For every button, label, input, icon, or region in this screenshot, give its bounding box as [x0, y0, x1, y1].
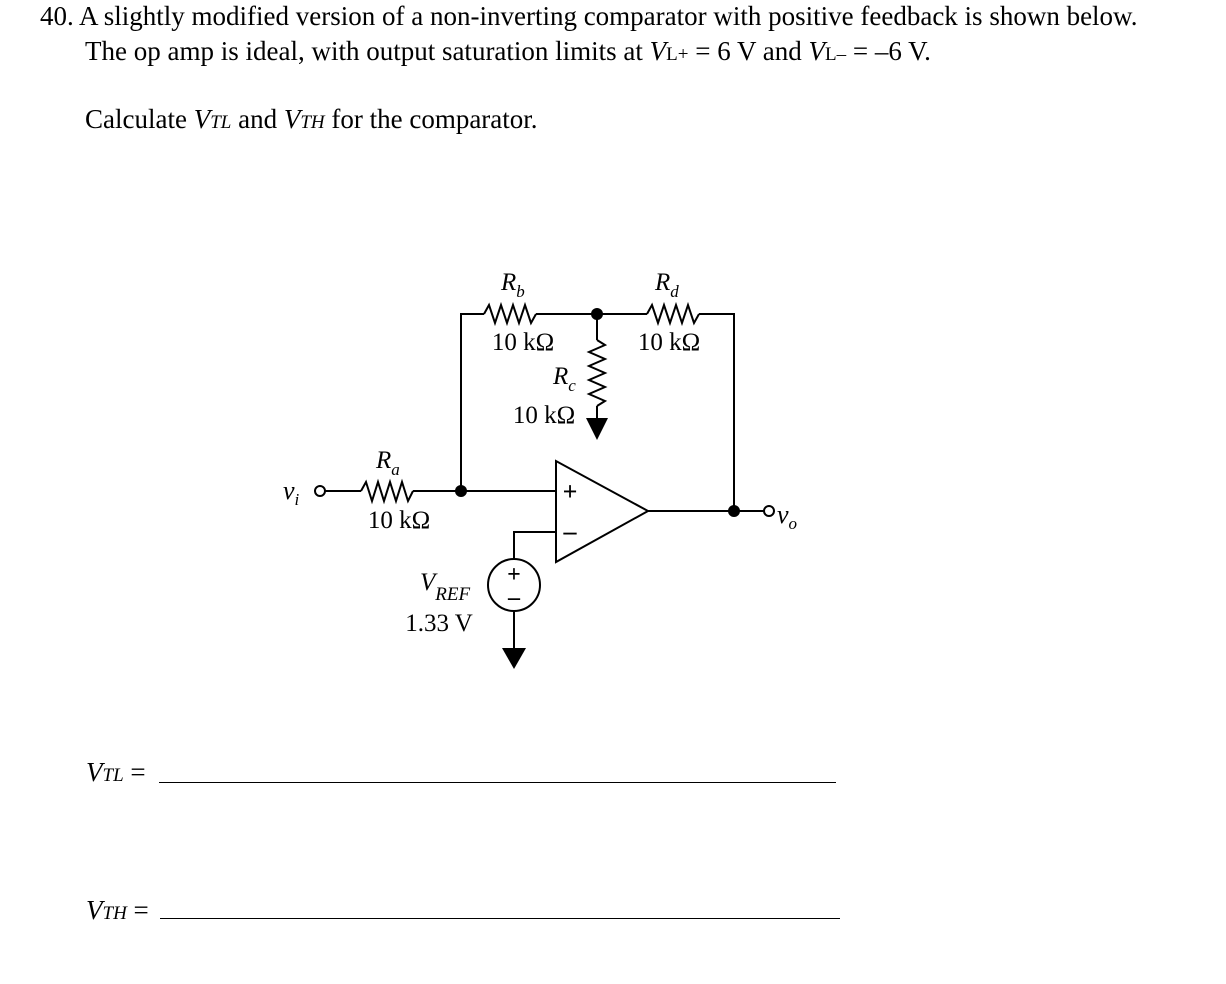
vlm-symbol: V: [808, 36, 825, 66]
vref-name: VREF: [420, 569, 470, 605]
ra-name: Ra: [375, 447, 400, 479]
ground-arrow-vref: [502, 648, 526, 669]
problem-line-1: 40. A slightly modified version of a non…: [40, 1, 1138, 32]
answer-vth-label: VTH =: [86, 895, 149, 926]
resistor-ra: [360, 478, 414, 505]
answer-vtl-label: VTL =: [86, 757, 146, 788]
opamp-plus-sign: +: [563, 477, 578, 506]
resistor-rc: [586, 339, 608, 407]
problem-text-2a: The op amp is ideal, with output saturat…: [85, 36, 650, 66]
problem-text-1: A slightly modified version of a non-inv…: [79, 1, 1138, 31]
problem-line-2: The op amp is ideal, with output saturat…: [85, 36, 931, 67]
ra-value: 10 kΩ: [368, 507, 430, 534]
node-rb-rc-rd: [591, 308, 603, 320]
vtl-subscript: TL: [210, 112, 232, 133]
vlp-subscript: L+: [666, 44, 689, 65]
answer-vtl-symbol: V: [86, 757, 103, 787]
input-label: vi: [283, 476, 300, 509]
vref-value: 1.33 V: [405, 610, 473, 637]
wire-right-feedback: [699, 313, 735, 511]
ground-arrow-rc: [586, 418, 608, 440]
answer-vtl-blank[interactable]: [159, 782, 836, 783]
rc-value: 10 kΩ: [513, 402, 575, 429]
answer-vtl-subscript: TL: [102, 765, 124, 786]
input-terminal[interactable]: [314, 485, 326, 497]
node-output: [728, 505, 740, 517]
rd-value: 10 kΩ: [638, 329, 700, 356]
problem-text-2c: = –6 V.: [846, 36, 931, 66]
rd-name: Rd: [654, 269, 679, 301]
source-plus-sign: +: [507, 562, 521, 588]
problem-text-2b: = 6 V and: [688, 36, 809, 66]
vlp-symbol: V: [649, 36, 667, 66]
problem-text-3c: for the comparator.: [324, 104, 538, 134]
rb-value: 10 kΩ: [492, 329, 554, 356]
rb-name: Rb: [500, 269, 525, 301]
problem-text-3a: Calculate: [85, 104, 194, 134]
answer-vtl-equals: =: [123, 757, 146, 787]
output-label: vo: [777, 500, 797, 533]
problem-line-3: Calculate VTL and VTH for the comparator…: [85, 104, 538, 135]
answer-vth-subscript: TH: [102, 903, 127, 924]
node-ra-plus: [455, 485, 467, 497]
source-minus-sign: –: [507, 585, 521, 611]
problem-text-3b: and: [231, 104, 284, 134]
rc-name: Rc: [552, 363, 576, 395]
wire-minus-input: [513, 531, 556, 559]
wire-left-feedback: [460, 313, 484, 491]
vth-subscript: TH: [300, 112, 325, 133]
opamp-minus-sign: –: [563, 517, 578, 546]
answer-vth-symbol: V: [86, 895, 103, 925]
op-amp: [555, 459, 651, 564]
vlm-subscript: L–: [824, 44, 847, 65]
answer-vth-equals: =: [126, 895, 149, 925]
vth-symbol: V: [283, 104, 301, 134]
output-terminal[interactable]: [763, 505, 775, 517]
answer-vth-blank[interactable]: [160, 918, 840, 919]
problem-number: 40.: [40, 1, 74, 31]
resistor-rd: [646, 301, 700, 327]
resistor-rb: [483, 301, 537, 327]
vtl-symbol: V: [193, 104, 211, 134]
